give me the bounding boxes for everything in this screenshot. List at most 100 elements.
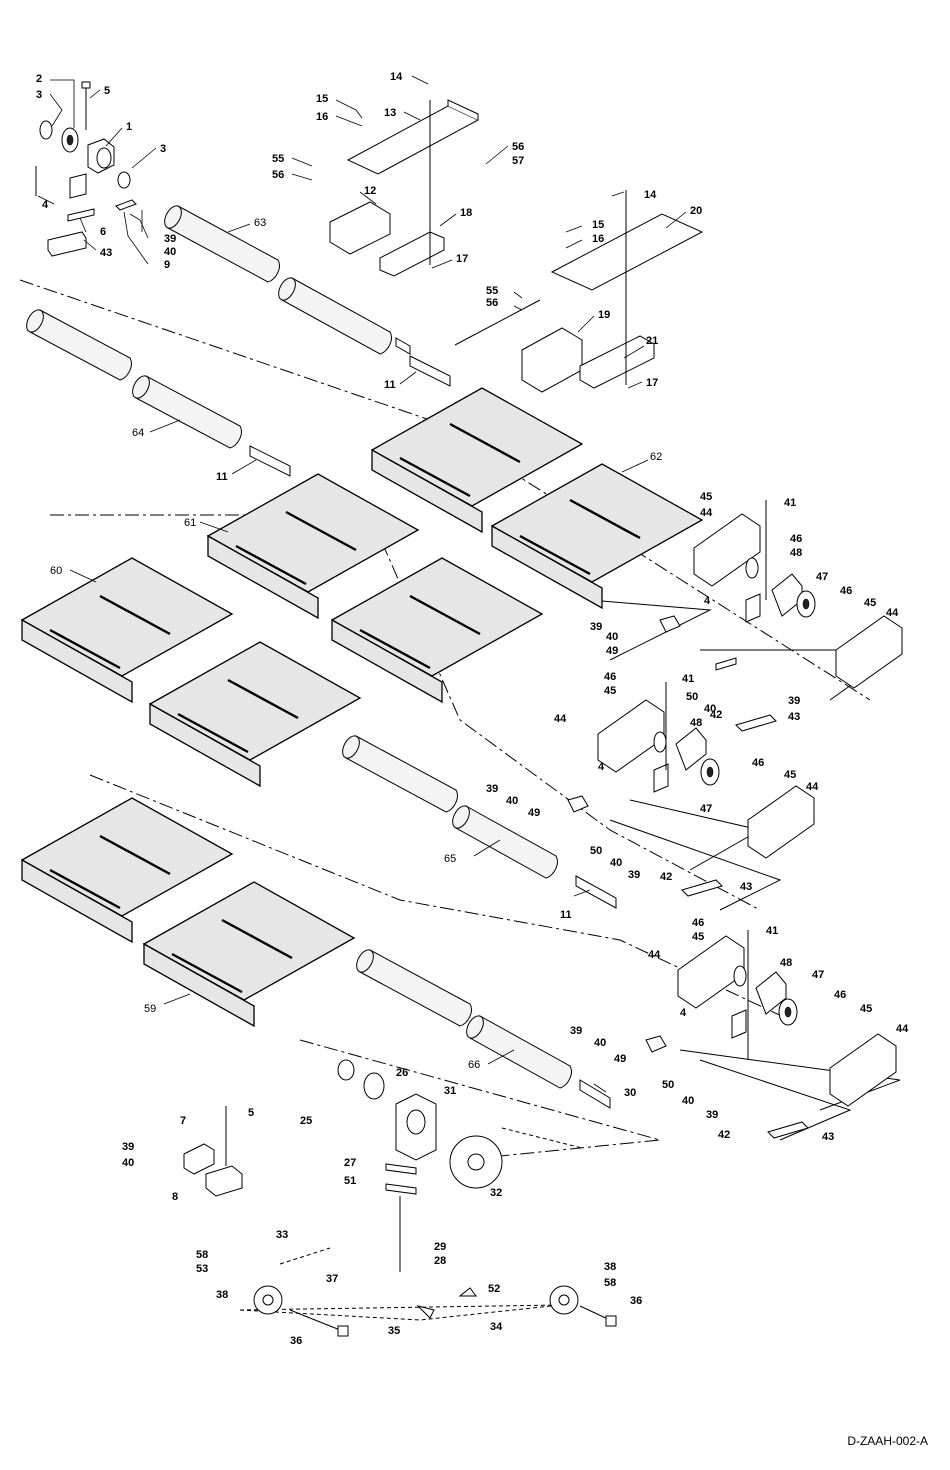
callout-58: 58 (604, 1277, 616, 1289)
callout-5: 5 (248, 1107, 254, 1119)
callout-14: 14 (390, 71, 403, 83)
callout-45: 45 (860, 1003, 872, 1015)
callout-39: 39 (706, 1109, 718, 1121)
callout-58: 58 (196, 1249, 208, 1261)
callout-38: 38 (216, 1289, 228, 1301)
callout-45: 45 (604, 685, 616, 697)
callout-20: 20 (690, 205, 702, 217)
leader-lines (37, 75, 687, 1093)
drive-assembly (183, 1059, 617, 1337)
callout-40: 40 (610, 857, 622, 869)
callout-51: 51 (344, 1175, 356, 1187)
callout-46: 46 (790, 533, 802, 545)
callout-40: 40 (606, 631, 618, 643)
callout-66: 66 (468, 1059, 480, 1071)
callout-3: 3 (160, 143, 166, 155)
rollers (26, 205, 617, 1109)
callout-31: 31 (444, 1085, 456, 1097)
callout-48: 48 (790, 547, 802, 559)
callout-2: 2 (36, 73, 42, 85)
callout-42: 42 (718, 1129, 730, 1141)
callout-15: 15 (592, 219, 604, 231)
callout-13: 13 (384, 107, 396, 119)
callout-56: 56 (272, 169, 284, 181)
callout-7: 7 (180, 1115, 186, 1127)
callout-40: 40 (164, 246, 176, 258)
callout-47: 47 (816, 571, 828, 583)
callout-39: 39 (486, 783, 498, 795)
callout-43: 43 (822, 1131, 834, 1143)
callout-44: 44 (886, 607, 899, 619)
callout-56: 56 (512, 141, 524, 153)
callout-50: 50 (686, 691, 698, 703)
callout-46: 46 (604, 671, 616, 683)
callout-45: 45 (692, 931, 704, 943)
callout-63: 63 (254, 217, 266, 229)
callout-53: 53 (196, 1263, 208, 1275)
callout-6: 6 (100, 226, 106, 238)
callout-50: 50 (590, 845, 602, 857)
callout-49: 49 (614, 1053, 626, 1065)
callout-11: 11 (216, 471, 228, 483)
callout-17: 17 (456, 253, 468, 265)
callout-4: 4 (704, 595, 711, 607)
callout-39: 39 (122, 1141, 134, 1153)
callout-48: 48 (780, 957, 792, 969)
callout-56: 56 (486, 297, 498, 309)
callout-45: 45 (700, 491, 712, 503)
callout-11: 11 (384, 379, 396, 391)
right-bearing-assemblies (567, 500, 903, 1139)
callout-43: 43 (788, 711, 800, 723)
callout-35: 35 (388, 1325, 400, 1337)
callout-41: 41 (784, 497, 796, 509)
guard-brackets (329, 99, 704, 393)
callout-42: 42 (660, 871, 672, 883)
callout-45: 45 (864, 597, 876, 609)
callout-3: 3 (36, 89, 42, 101)
callout-39: 39 (788, 695, 800, 707)
callout-4: 4 (680, 1007, 687, 1019)
callout-38: 38 (604, 1261, 616, 1273)
callout-4: 4 (598, 761, 605, 773)
callout-39: 39 (164, 233, 176, 245)
callout-46: 46 (692, 917, 704, 929)
callout-43: 43 (100, 247, 112, 259)
callout-55: 55 (272, 153, 284, 165)
callout-44: 44 (896, 1023, 909, 1035)
callout-49: 49 (528, 807, 540, 819)
callout-33: 33 (276, 1229, 288, 1241)
callout-36: 36 (290, 1335, 302, 1347)
callout-36: 36 (630, 1295, 642, 1307)
callout-49: 49 (606, 645, 618, 657)
callout-14: 14 (644, 189, 657, 201)
callout-15: 15 (316, 93, 328, 105)
callout-43: 43 (740, 881, 752, 893)
callout-50: 50 (662, 1079, 674, 1091)
callout-1: 1 (126, 121, 132, 133)
callout-16: 16 (316, 111, 328, 123)
callout-18: 18 (460, 207, 472, 219)
callout-60: 60 (50, 565, 62, 577)
callout-62: 62 (650, 451, 662, 463)
callout-39: 39 (590, 621, 602, 633)
callout-65: 65 (444, 853, 456, 865)
callout-40: 40 (594, 1037, 606, 1049)
callout-5: 5 (104, 85, 110, 97)
callout-45: 45 (784, 769, 796, 781)
callout-57: 57 (512, 155, 524, 167)
callout-59: 59 (144, 1003, 156, 1015)
callout-46: 46 (752, 757, 764, 769)
callout-39: 39 (628, 869, 640, 881)
callout-44: 44 (648, 949, 661, 961)
callout-48: 48 (690, 717, 702, 729)
callout-40: 40 (506, 795, 518, 807)
callout-34: 34 (490, 1321, 503, 1333)
callout-41: 41 (682, 673, 694, 685)
callout-17: 17 (646, 377, 658, 389)
callout-12: 12 (364, 185, 376, 197)
callout-39: 39 (570, 1025, 582, 1037)
callout-44: 44 (700, 507, 713, 519)
drawing-code: D-ZAAH-002-A (847, 1434, 928, 1448)
callout-61: 61 (184, 517, 196, 529)
